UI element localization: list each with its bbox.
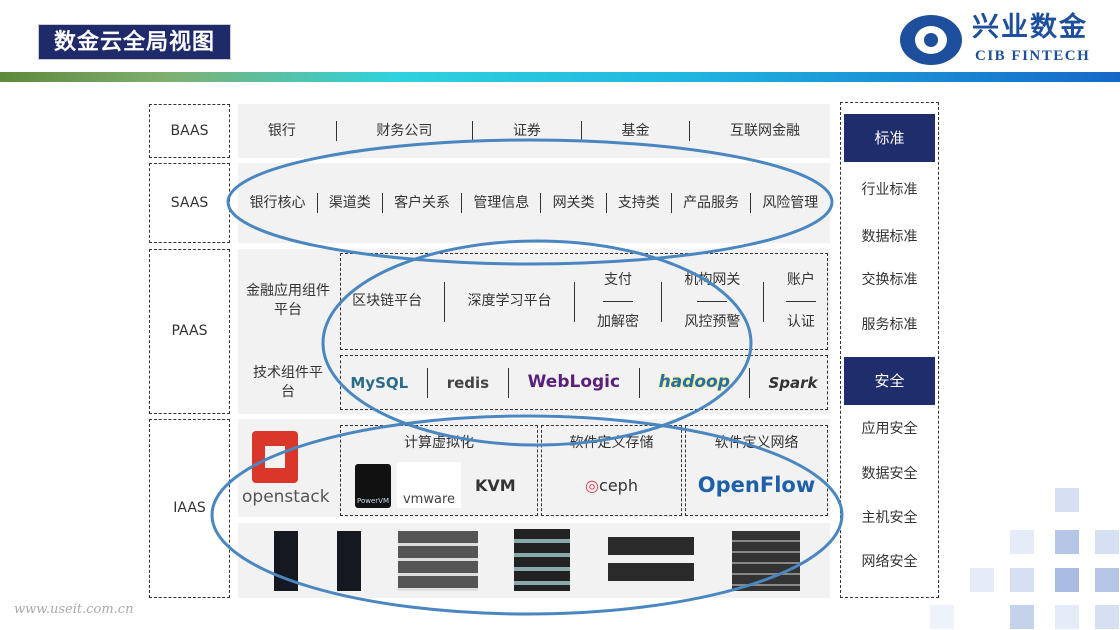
security-item: 网络安全	[861, 554, 918, 570]
ceph-label: ceph	[599, 476, 638, 495]
saas-item: 风险管理	[762, 194, 819, 211]
mysql-logo: MySQL	[350, 373, 409, 392]
openflow-logo: OpenFlow	[697, 473, 816, 497]
layer-paas: PAAS	[149, 249, 230, 414]
fin-item: 区块链平台	[352, 293, 423, 310]
logo-en: CIB FINTECH	[975, 48, 1091, 64]
layer-iaas: IAAS	[149, 419, 230, 598]
standard-item: 数据标准	[861, 229, 918, 245]
switch-icon	[608, 563, 694, 581]
fin-pair: 支付加解密	[597, 270, 639, 333]
fin-pair: 机构网关风控预警	[684, 270, 740, 333]
standard-item: 行业标准	[861, 182, 918, 198]
standard-item: 服务标准	[861, 317, 918, 333]
baas-item: 财务公司	[376, 122, 433, 139]
layer-saas: SAAS	[149, 163, 230, 243]
iaas-hardware-row	[238, 523, 830, 598]
security-item: 数据安全	[861, 466, 918, 482]
fin-component-box: 区块链平台 深度学习平台 支付加解密 机构网关风控预警 账户认证	[340, 253, 828, 350]
saas-item: 管理信息	[473, 194, 530, 211]
fin-item: 深度学习平台	[467, 293, 552, 310]
layer-baas: BAAS	[149, 104, 230, 158]
network-title: 软件定义网络	[714, 435, 799, 451]
header-gradient-band	[0, 72, 1120, 82]
baas-item: 银行	[267, 122, 296, 139]
watermark: www.useit.com.cn	[14, 602, 134, 617]
compute-title: 计算虚拟化	[404, 435, 474, 451]
standards-header: 标准	[844, 114, 935, 162]
fin-pair-bottom: 认证	[786, 314, 815, 330]
switch-icon	[608, 537, 694, 555]
security-header: 安全	[844, 357, 935, 405]
standard-item: 交换标准	[861, 272, 918, 288]
saas-row: 银行核心 渠道类 客户关系 管理信息 网关类 支持类 产品服务 风险管理	[238, 163, 830, 243]
cib-logo-icon	[900, 15, 962, 65]
saas-item: 支持类	[617, 194, 660, 211]
server-rack-icon	[337, 531, 361, 591]
paas-row: 金融应用组件平台 区块链平台 深度学习平台 支付加解密 机构网关风控预警 账户认…	[238, 249, 830, 414]
fin-pair: 账户认证	[785, 270, 816, 333]
logo-cn: 兴业数金	[972, 12, 1088, 43]
storage-box: 软件定义存储 ◎ceph	[541, 425, 682, 516]
saas-item: 产品服务	[683, 194, 740, 211]
network-box: 软件定义网络 OpenFlow	[685, 425, 828, 516]
hadoop-logo: hadoop	[658, 372, 730, 393]
security-item: 应用安全	[861, 421, 918, 437]
fin-pair-bottom: 加解密	[596, 314, 639, 330]
saas-item: 银行核心	[249, 194, 306, 211]
chassis-server-icon	[514, 529, 570, 591]
redis-logo: redis	[446, 373, 490, 392]
saas-item: 网关类	[552, 194, 595, 211]
baas-row: 银行 财务公司 证券 基金 互联网金融	[238, 104, 830, 158]
vmware-logo: vmware	[397, 462, 461, 508]
fin-pair-top: 支付	[603, 272, 632, 288]
saas-item: 渠道类	[328, 194, 371, 211]
fin-pair-top: 账户	[786, 272, 815, 288]
tech-component-label: 技术组件平台	[253, 365, 323, 400]
server-rack-icon	[274, 531, 298, 591]
standards-security-panel	[840, 102, 939, 598]
fin-component-label: 金融应用组件平台	[246, 283, 330, 318]
iaas-virtual-row: openstack 计算虚拟化 PowerVM vmware KVM 软件定义存…	[238, 419, 830, 517]
blade-servers-icon	[398, 531, 478, 591]
compute-virtualization-box: 计算虚拟化 PowerVM vmware KVM	[340, 425, 538, 516]
saas-item: 客户关系	[394, 194, 451, 211]
security-item: 主机安全	[861, 510, 918, 526]
spark-logo: Spark	[768, 373, 818, 392]
tech-component-box: MySQL redis WebLogic hadoop Spark	[340, 355, 828, 410]
baas-item: 基金	[621, 122, 650, 139]
kvm-logo: KVM	[475, 476, 516, 495]
network-appliance-icon	[732, 531, 800, 591]
page-title: 数金云全局视图	[38, 24, 231, 60]
weblogic-logo: WebLogic	[527, 372, 621, 393]
fin-pair-top: 机构网关	[684, 272, 741, 288]
baas-item: 互联网金融	[730, 122, 800, 139]
fin-pair-bottom: 风控预警	[684, 314, 741, 330]
powervm-logo: PowerVM	[355, 464, 391, 508]
ceph-logo: ◎ceph	[585, 476, 638, 495]
openstack-icon	[252, 431, 298, 483]
storage-title: 软件定义存储	[569, 435, 654, 451]
openstack-label: openstack	[242, 487, 330, 507]
baas-item: 证券	[512, 122, 541, 139]
